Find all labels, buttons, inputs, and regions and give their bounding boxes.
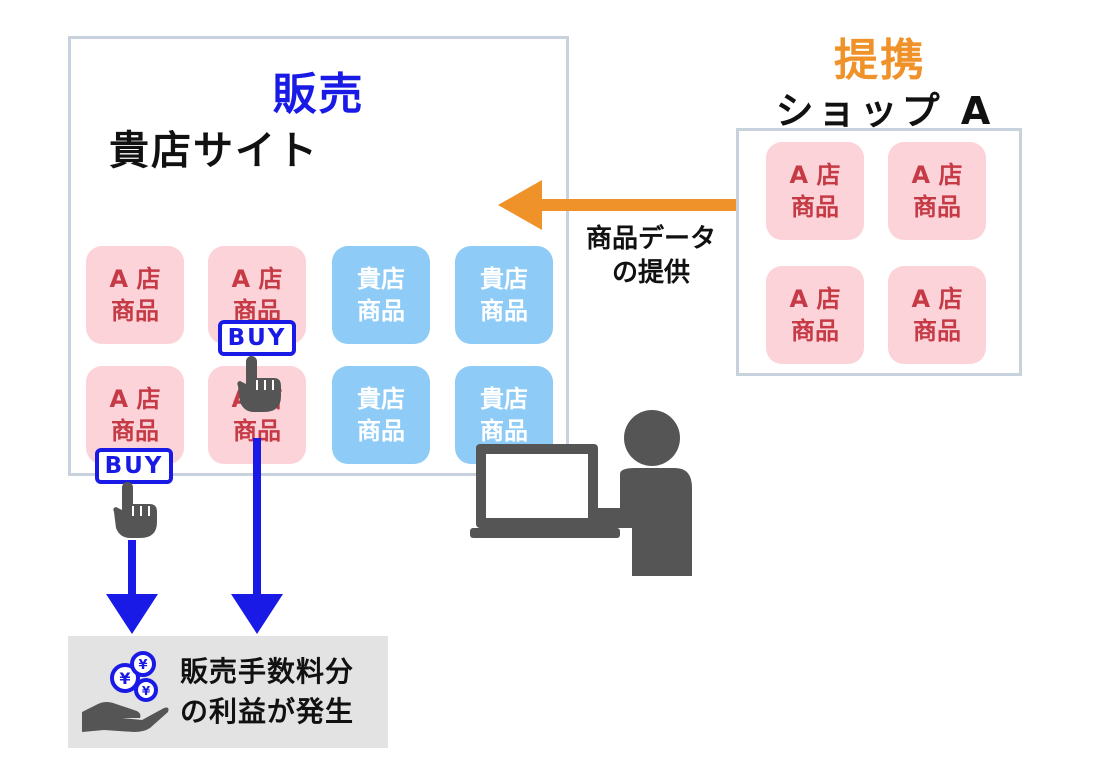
partner-product-tile: A 店 商品 <box>766 266 864 364</box>
svg-text:¥: ¥ <box>142 684 151 698</box>
profit-message: 販売手数料分 の利益が発生 <box>180 655 355 728</box>
flow-arrow-down <box>106 540 158 634</box>
partner-product-tile: A 店 商品 <box>766 142 864 240</box>
product-tile-own: 貴店 商品 <box>332 246 430 344</box>
product-tile-partner: A 店 商品 <box>86 366 184 464</box>
data-provide-label: 商品データ の提供 <box>585 224 716 288</box>
person-laptop-icon <box>470 410 692 576</box>
coins-hand-icon: ¥ ¥ ¥ <box>82 651 169 732</box>
product-tile-own: 貴店 商品 <box>455 246 553 344</box>
partner-product-tile: A 店 商品 <box>888 142 986 240</box>
own-site-title: 貴店サイト <box>109 128 319 174</box>
pointer-hand-icon <box>113 482 157 538</box>
product-tile-partner: A 店 商品 <box>86 246 184 344</box>
svg-text:¥: ¥ <box>138 658 147 673</box>
partner-heading: 提携 <box>834 35 926 86</box>
pointer-hand-icon <box>237 356 281 412</box>
sales-heading: 販売 <box>272 69 365 120</box>
partner-product-tile: A 店 商品 <box>888 266 986 364</box>
buy-button[interactable]: BUY <box>218 320 296 356</box>
partner-shop-title: ショップ A <box>775 89 995 133</box>
svg-text:¥: ¥ <box>119 669 130 688</box>
data-provide-arrow <box>498 180 736 230</box>
buy-button[interactable]: BUY <box>95 448 173 484</box>
product-tile-own: 貴店 商品 <box>332 366 430 464</box>
flow-arrow-down <box>231 438 283 634</box>
